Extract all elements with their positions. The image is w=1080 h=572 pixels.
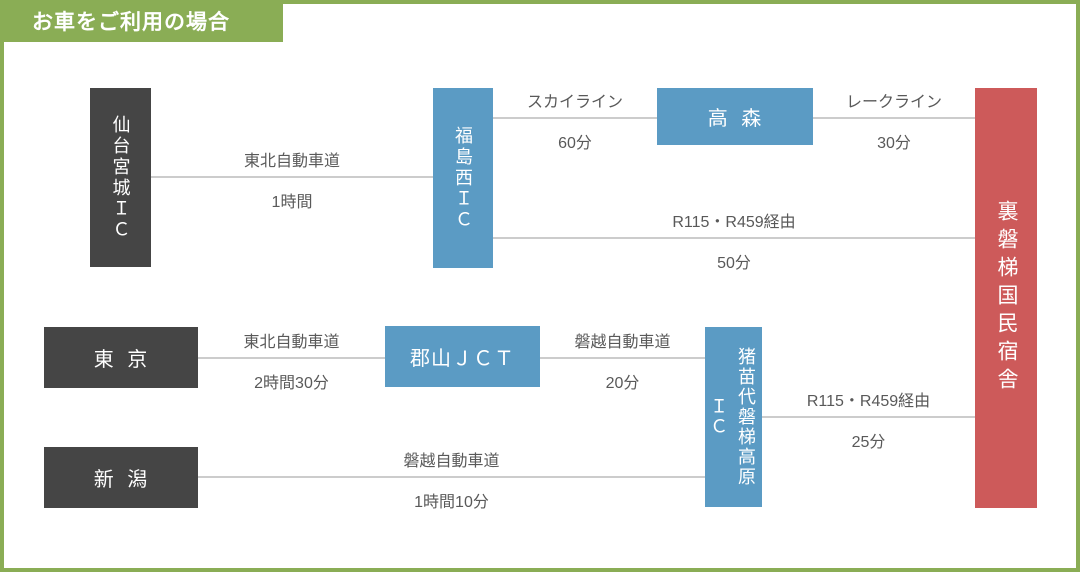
segment-inawashiro-to-urabandai: R115・R459経由 25分	[762, 393, 975, 451]
node-takamori: 高 森	[657, 88, 813, 145]
segment-fukushima-to-takamori: スカイライン 60分	[493, 94, 657, 152]
node-inawashiro-label-column1: 猪苗代磐梯高原	[736, 347, 756, 487]
node-fukushima-nishi-ic-label: 福島西ＩＣ	[453, 125, 473, 231]
node-fukushima-nishi-ic: 福島西ＩＣ	[433, 88, 493, 268]
node-urabandai-label: 裏磐梯国民宿舎	[995, 200, 1018, 396]
road-label: 磐越自動車道	[574, 334, 671, 351]
road-label: R115・R459経由	[806, 393, 931, 410]
road-label: R115・R459経由	[672, 214, 796, 231]
time-label: 2時間30分	[254, 375, 329, 392]
node-niigata: 新 潟	[44, 447, 198, 508]
node-inawashiro-label-column2: ＩＣ	[708, 397, 729, 437]
node-sendai-miyagi-ic-label: 仙台宮城ＩＣ	[110, 114, 131, 241]
node-tokyo-label: 東 京	[93, 349, 149, 371]
road-label: 東北自動車道	[243, 153, 340, 170]
node-niigata-label: 新 潟	[93, 469, 149, 491]
section-title-text: お車をご利用の場合	[32, 11, 230, 34]
time-label: 60分	[558, 135, 592, 152]
time-label: 20分	[605, 375, 640, 392]
road-label: レークライン	[845, 94, 942, 111]
time-label: 25分	[851, 434, 886, 451]
node-inawashiro-bandai-kogen-ic: 猪苗代磐梯高原 ＩＣ	[705, 327, 762, 507]
node-takamori-label: 高 森	[707, 108, 763, 130]
segment-fukushima-to-urabandai: R115・R459経由 50分	[493, 214, 975, 272]
node-tokyo: 東 京	[44, 327, 198, 388]
segment-koriyama-to-inawashiro: 磐越自動車道 20分	[540, 334, 705, 392]
road-label: 東北自動車道	[243, 334, 340, 351]
time-label: 30分	[877, 135, 911, 152]
time-label: 50分	[717, 255, 751, 272]
time-label: 1時間	[271, 194, 313, 211]
section-title: お車をご利用の場合	[0, 0, 283, 42]
road-label: スカイライン	[526, 94, 623, 111]
node-inawashiro-label: 猪苗代磐梯高原 ＩＣ	[705, 327, 762, 507]
node-sendai-miyagi-ic: 仙台宮城ＩＣ	[90, 88, 151, 267]
node-koriyama-jct-label: 郡山ＪＣＴ	[410, 348, 515, 370]
node-koriyama-jct: 郡山ＪＣＴ	[385, 326, 540, 387]
segment-tokyo-to-koriyama: 東北自動車道 2時間30分	[198, 334, 385, 392]
time-label: 1時間10分	[414, 494, 489, 511]
road-label: 磐越自動車道	[403, 453, 500, 470]
segment-niigata-to-inawashiro: 磐越自動車道 1時間10分	[198, 453, 705, 511]
segment-takamori-to-urabandai: レークライン 30分	[813, 94, 975, 152]
segment-sendai-to-fukushima: 東北自動車道 1時間	[151, 153, 433, 211]
node-urabandai-kokumin-shukusha: 裏磐梯国民宿舎	[975, 88, 1037, 508]
